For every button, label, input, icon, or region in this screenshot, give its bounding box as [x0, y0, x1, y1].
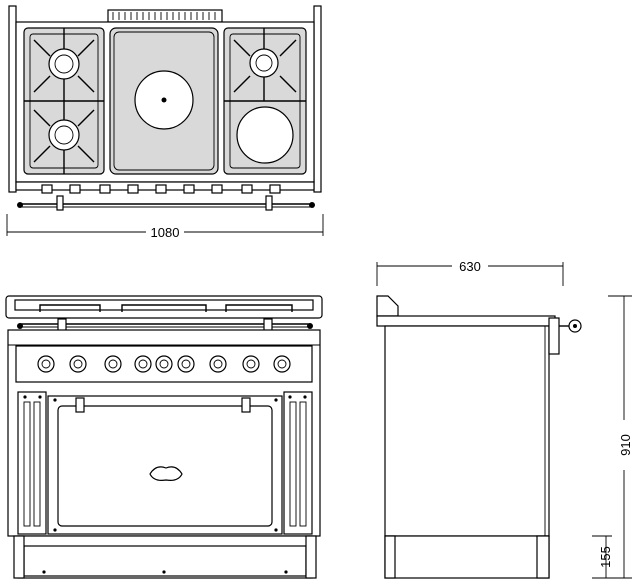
front-knobs — [37, 355, 291, 373]
height-dimension-label: 910 — [618, 434, 633, 456]
width-dimension-label: 1080 — [151, 225, 180, 240]
height-dimension: 910 — [608, 295, 633, 579]
plinth-dimension-label: 155 — [598, 546, 613, 568]
top-view — [8, 5, 322, 211]
front-view — [5, 295, 323, 579]
side-view — [376, 295, 582, 579]
depth-dimension: 630 — [376, 259, 564, 286]
width-dimension: 1080 — [6, 214, 324, 240]
plinth-dimension: 155 — [592, 535, 613, 579]
depth-dimension-label: 630 — [459, 259, 481, 274]
